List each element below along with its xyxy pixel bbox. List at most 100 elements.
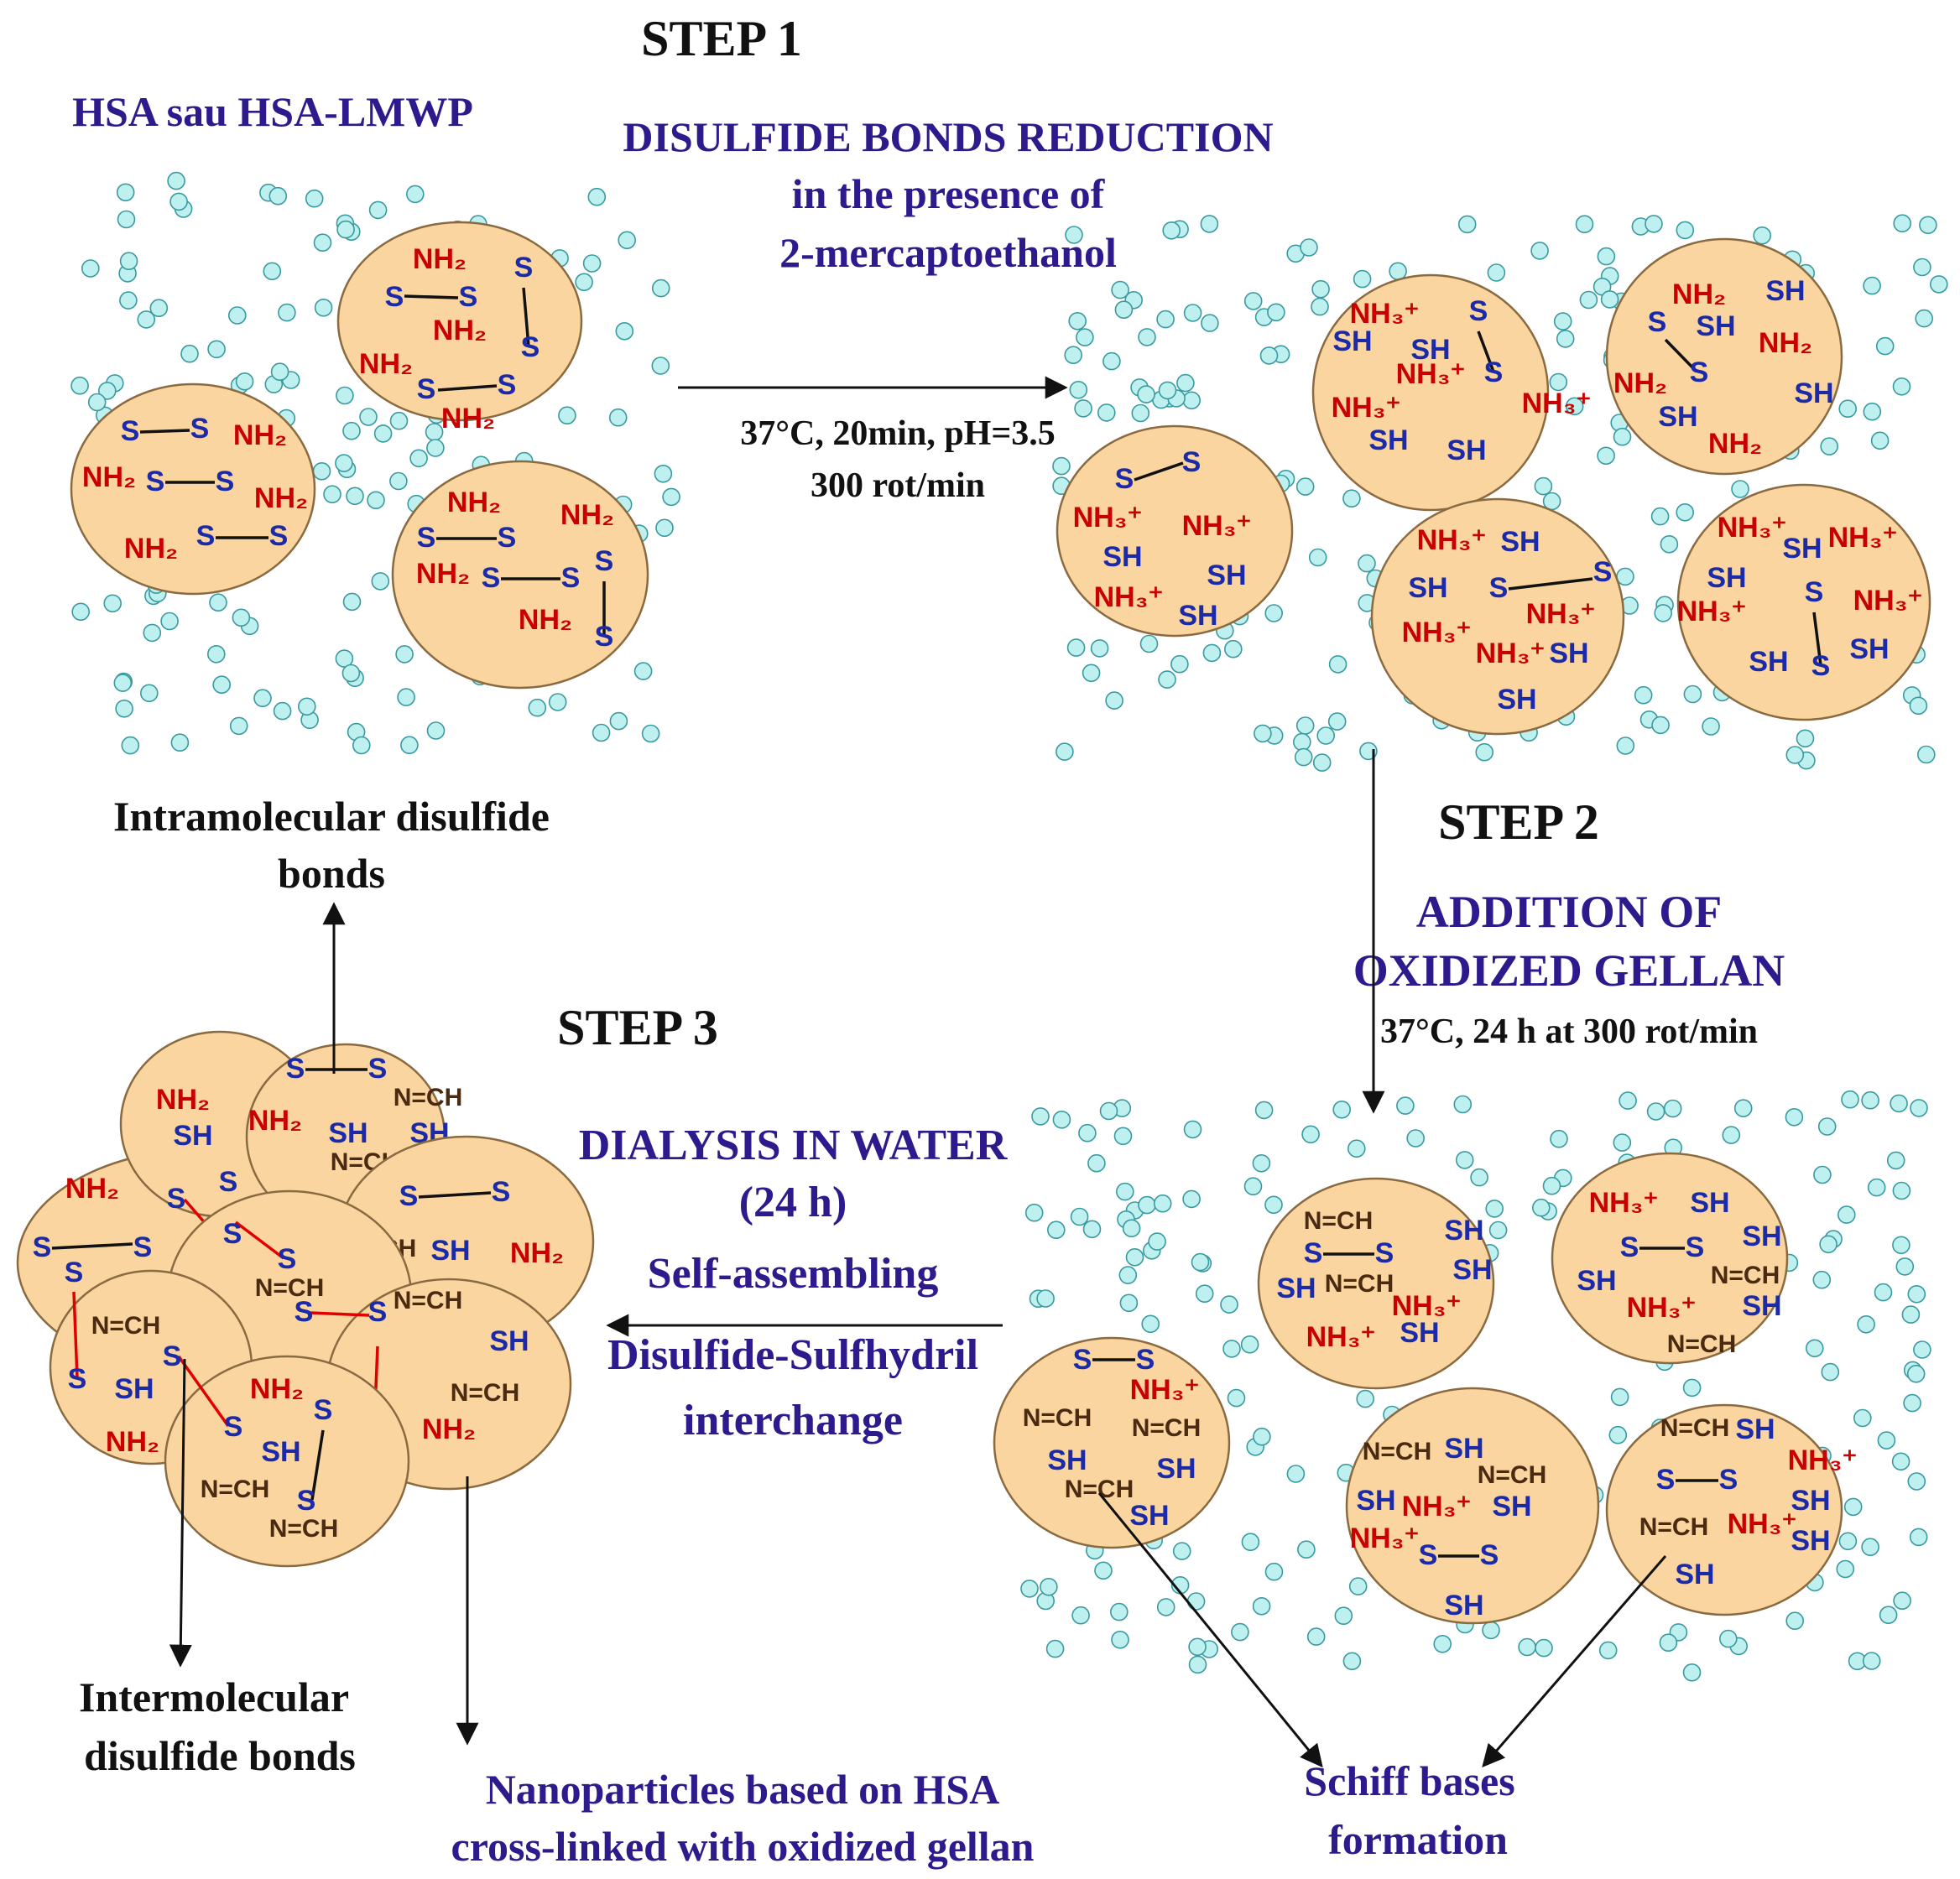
water-dot xyxy=(1153,1194,1172,1213)
water-dot xyxy=(1600,290,1619,309)
water-dot xyxy=(1293,732,1311,752)
water-dot xyxy=(1065,226,1083,244)
water-dot xyxy=(400,736,419,755)
schiff-arrow-left xyxy=(1097,1492,1323,1768)
particle-body xyxy=(1345,1387,1600,1625)
water-dot xyxy=(346,487,364,506)
amine-group: NH₂ xyxy=(156,1084,210,1116)
disulfide-bond xyxy=(404,294,459,299)
water-dot xyxy=(268,186,288,206)
water-dot xyxy=(1879,1606,1898,1624)
thiol-group: SH xyxy=(1492,1491,1531,1522)
thiol-group: SH xyxy=(1791,1525,1830,1557)
water-dot xyxy=(1252,1154,1271,1173)
water-dot xyxy=(651,278,670,298)
water-dot xyxy=(1156,310,1175,329)
sulfur-atom: S xyxy=(65,1257,84,1288)
water-dot xyxy=(1906,1365,1926,1383)
water-dot xyxy=(1312,753,1332,772)
sulfur-atom: S xyxy=(1620,1231,1639,1263)
imine-group: N=CH xyxy=(1478,1461,1547,1489)
water-dot xyxy=(1836,1559,1855,1579)
water-dot xyxy=(1608,1425,1628,1444)
step2-conditions: 37°C, 24 h at 300 rot/min xyxy=(1380,1012,1758,1051)
water-dot xyxy=(405,185,425,204)
sulfur-atom: S xyxy=(399,1180,419,1212)
particle-body xyxy=(336,221,583,422)
intermolecular-disulfide-bond xyxy=(310,1311,370,1317)
water-dot xyxy=(575,273,593,292)
water-dot xyxy=(235,372,254,391)
sulfur-atom: S xyxy=(1375,1237,1394,1269)
water-dot xyxy=(1646,1102,1665,1121)
water-dot xyxy=(352,736,371,755)
amine-group: NH₂ xyxy=(447,487,501,518)
water-dot xyxy=(336,386,354,405)
water-dot xyxy=(1200,215,1219,233)
water-dot xyxy=(1158,381,1177,400)
water-dot xyxy=(160,612,179,631)
water-dot xyxy=(119,291,138,310)
step3-title: STEP 3 xyxy=(557,1000,718,1055)
water-dot xyxy=(137,310,156,329)
water-dot xyxy=(1295,716,1315,735)
water-dot xyxy=(1074,399,1092,418)
water-dot xyxy=(1162,221,1181,240)
water-dot xyxy=(1071,1606,1090,1625)
sulfur-atom: S xyxy=(1182,446,1202,478)
water-dot xyxy=(397,688,415,706)
water-dot xyxy=(1243,1177,1263,1195)
particle-body xyxy=(1676,483,1931,721)
water-dot xyxy=(1301,1125,1320,1144)
amine-group: NH₂ xyxy=(233,419,287,451)
sulfur-atom: S xyxy=(163,1340,182,1372)
disulfide-bond xyxy=(1812,612,1822,666)
water-dot xyxy=(1295,477,1315,496)
water-dot xyxy=(1663,1099,1682,1118)
water-dot xyxy=(1031,1107,1050,1126)
imine-group: N=CH xyxy=(1660,1414,1730,1442)
amine-group: NH₂ xyxy=(519,604,572,636)
thiol-group: SH xyxy=(261,1436,300,1468)
particle-body xyxy=(1311,273,1550,512)
water-dot xyxy=(1863,276,1881,295)
water-dot xyxy=(1838,1205,1856,1224)
water-dot xyxy=(227,306,247,325)
disulfide-bond xyxy=(1134,461,1184,481)
sulfur-atom: S xyxy=(521,331,540,363)
water-dot xyxy=(115,699,133,718)
water-dot xyxy=(633,662,653,680)
water-dot xyxy=(1254,724,1272,743)
water-dot xyxy=(662,487,680,507)
water-dot xyxy=(1556,330,1575,348)
ammonium-group: NH₃⁺ xyxy=(1788,1444,1858,1476)
sulfur-atom: S xyxy=(1304,1237,1323,1269)
particle-body xyxy=(164,1355,410,1568)
water-dot xyxy=(389,411,409,430)
thiol-group: SH xyxy=(1444,1590,1483,1621)
water-dot xyxy=(1683,684,1702,704)
disulfide-bond xyxy=(437,384,498,392)
water-dot xyxy=(143,623,162,643)
imine-group: N=CH xyxy=(1639,1513,1709,1541)
water-dot xyxy=(170,733,190,752)
amine-group: NH₂ xyxy=(1708,428,1762,460)
water-dot xyxy=(1267,303,1285,322)
amine-group: NH₂ xyxy=(1759,327,1812,359)
step3-process-line: Self-assembling xyxy=(648,1250,939,1298)
water-dot xyxy=(1597,446,1615,466)
water-dot xyxy=(1064,346,1082,365)
water-dot xyxy=(1910,1099,1928,1117)
sulfur-atom: S xyxy=(314,1394,333,1426)
water-dot xyxy=(1909,1528,1928,1547)
water-dot xyxy=(297,697,316,716)
water-dot xyxy=(1087,1153,1106,1173)
water-dot xyxy=(426,721,446,740)
amine-group: NH₂ xyxy=(106,1426,159,1458)
ammonium-group: NH₃⁺ xyxy=(1182,510,1252,542)
thiol-group: SH xyxy=(1447,435,1486,466)
imine-group: N=CH xyxy=(394,1287,463,1314)
water-dot xyxy=(1867,1178,1886,1197)
water-dot xyxy=(1254,1101,1274,1120)
imine-group: N=CH xyxy=(1132,1414,1202,1442)
